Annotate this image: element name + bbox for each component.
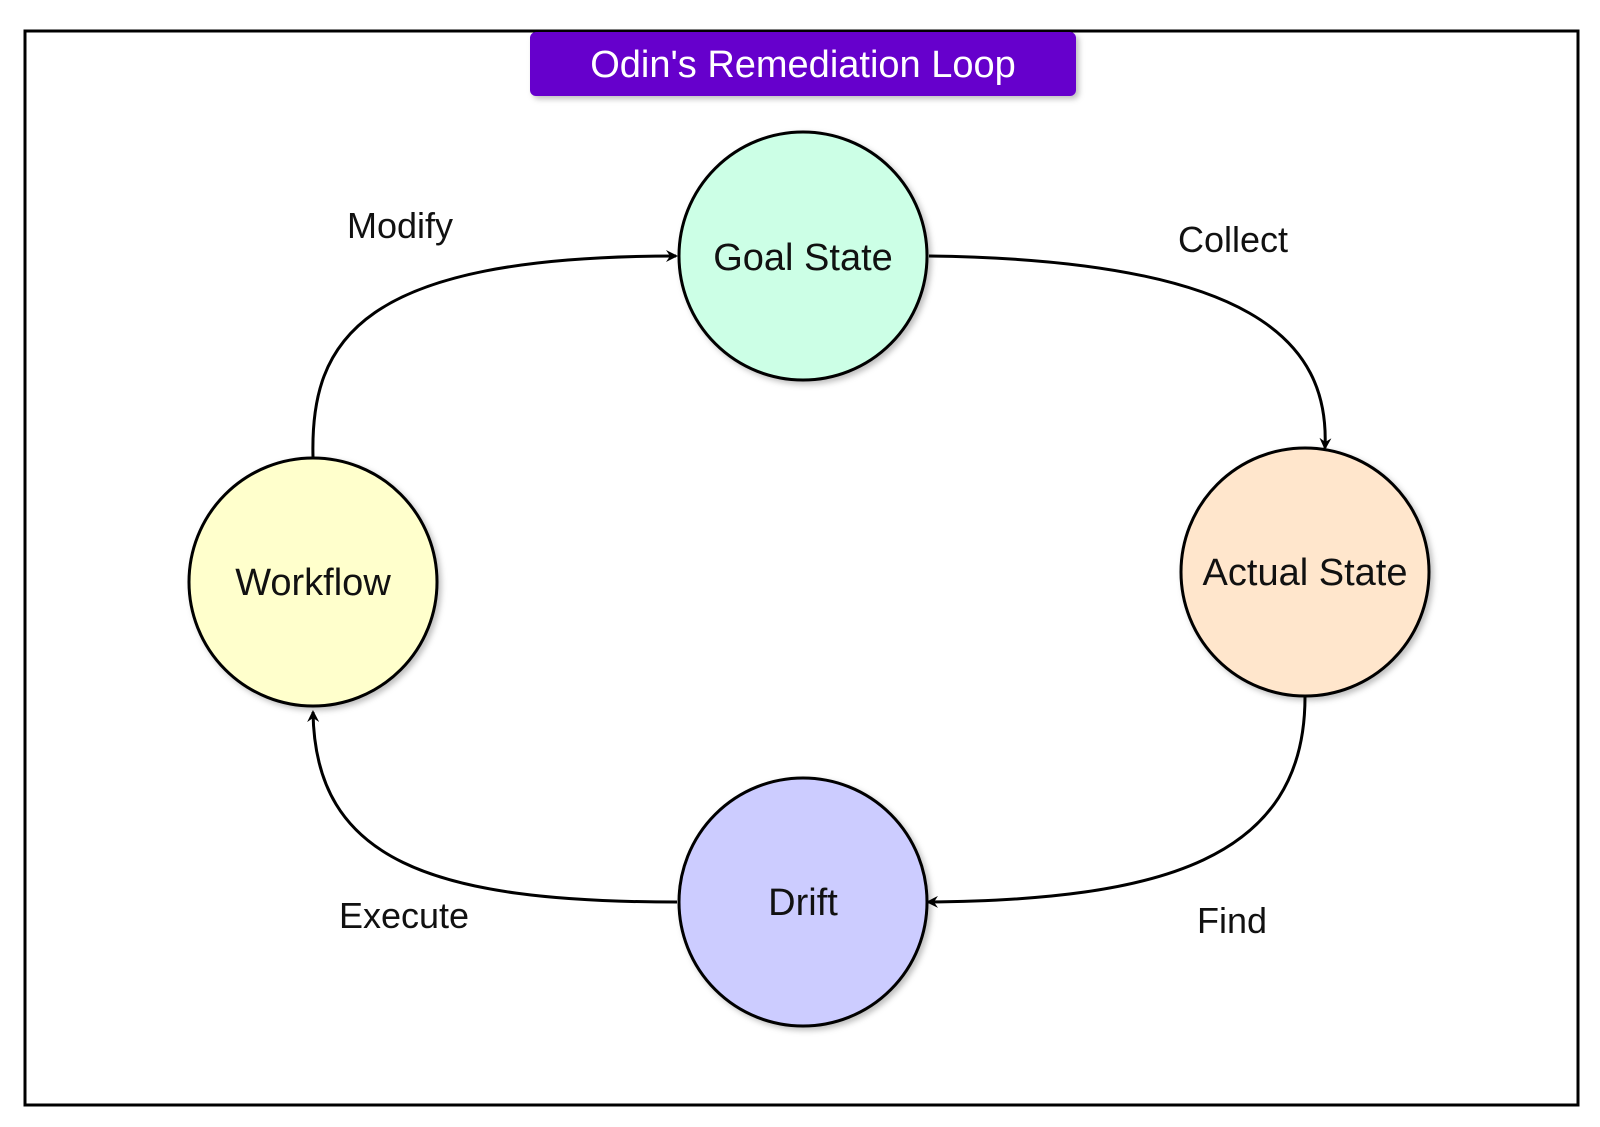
edge-collect — [928, 254, 1332, 450]
edge-execute — [307, 710, 678, 904]
node-actual-state-label: Actual State — [1203, 552, 1408, 594]
node-goal-state-circle — [677, 130, 929, 382]
edge-label-collect: Collect — [1178, 219, 1288, 260]
node-workflow: Workflow — [187, 456, 439, 708]
title-banner-background — [530, 32, 1076, 96]
title-banner: Odin's Remediation Loop — [530, 32, 1076, 96]
node-workflow-circle — [187, 456, 439, 708]
diagram-frame — [23, 29, 1580, 1107]
edge-label-modify: Modify — [347, 205, 453, 246]
node-drift-circle — [677, 776, 929, 1028]
node-goal-state-label: Goal State — [713, 237, 893, 279]
node-drift: Drift — [677, 776, 929, 1028]
node-actual-state-circle — [1179, 446, 1431, 698]
node-actual-state: Actual State — [1179, 446, 1431, 698]
edge-label-find: Find — [1197, 900, 1267, 941]
node-drift-label: Drift — [768, 882, 838, 924]
edge-find — [926, 696, 1307, 908]
node-goal-state: Goal State — [677, 130, 929, 382]
edge-label-execute: Execute — [339, 895, 469, 936]
edge-modify — [311, 250, 678, 458]
diagram-title: Odin's Remediation Loop — [590, 44, 1016, 86]
node-workflow-label: Workflow — [235, 562, 391, 604]
